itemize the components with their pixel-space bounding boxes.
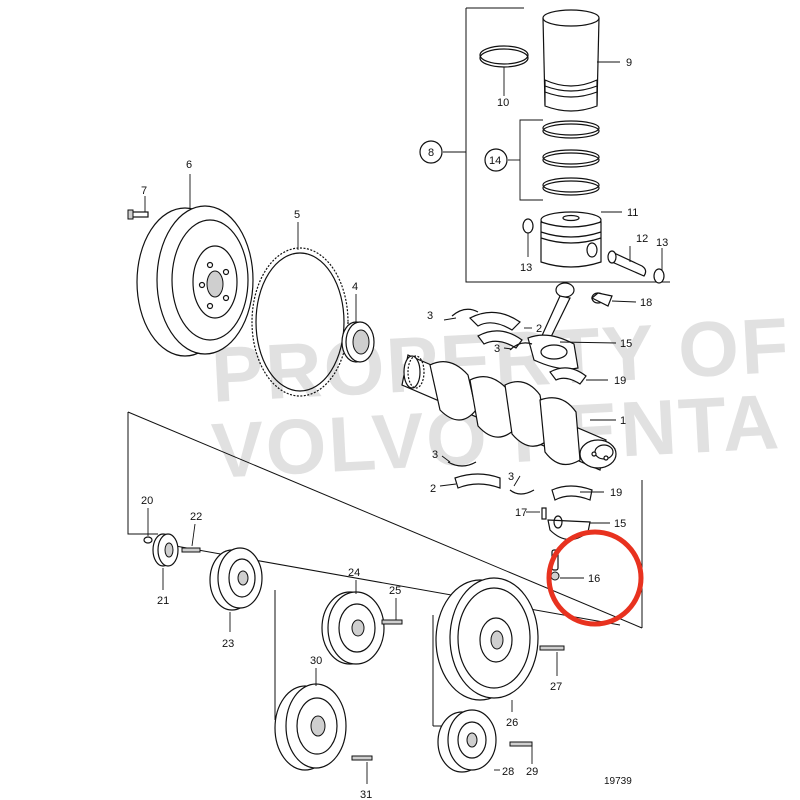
label-10: 10 [497,97,509,109]
small-pulley-bolt [509,741,533,747]
label-21: 21 [157,595,169,607]
label-14: 14 [489,155,501,167]
circlip-right [653,268,665,284]
connecting-rod-cap [547,515,591,541]
label-13-right: 13 [656,237,668,249]
label-18: 18 [640,297,652,309]
label-15-lower: 15 [614,518,626,530]
label-7: 7 [141,185,147,197]
ring-gear [251,247,349,397]
small-pulley [437,709,497,773]
part-labels: 9 10 8 14 11 12 13 13 18 15 19 1 19 15 1… [141,57,668,800]
label-31: 31 [360,789,372,800]
connecting-rod [527,282,579,370]
label-3-c: 3 [432,449,438,461]
crank-hub [152,533,179,567]
piston [540,211,602,268]
piston-rings [542,120,600,196]
label-4: 4 [352,281,358,293]
main-bearing-lower [447,461,593,501]
label-24: 24 [348,567,360,579]
flywheel [136,205,254,357]
callout-circle-8 [419,140,443,164]
piston-pin [607,250,647,277]
label-17: 17 [515,507,527,519]
label-9: 9 [626,57,632,69]
label-6: 6 [186,159,192,171]
crankshaft [401,354,617,471]
label-26: 26 [506,717,518,729]
highlight-circle [546,529,644,627]
pulley-bolt [539,645,565,651]
label-3-a: 3 [427,310,433,322]
flywheel-bolt [127,209,149,220]
hub-bolt [181,547,201,553]
label-15-upper: 15 [620,338,632,350]
dowel-pin [541,507,547,520]
pulley-ring [209,547,263,611]
cylinder-liner [542,9,600,112]
main-bearing-upper [451,308,587,385]
label-3-b: 3 [494,343,500,355]
damper-bolt [381,619,403,625]
leader-lines [144,61,663,784]
damper-bolt-large [351,755,373,761]
label-2-b: 2 [430,483,436,495]
vibration-damper-large [274,683,347,771]
label-16: 16 [588,573,600,585]
figure-number: 19739 [604,776,632,787]
seal-ring [479,45,529,68]
crankshaft-pulley [435,577,539,701]
label-19-lower: 19 [610,487,622,499]
label-29: 29 [526,766,538,778]
label-20: 20 [141,495,153,507]
label-2-a: 2 [536,323,542,335]
label-30: 30 [310,655,322,667]
callout-circle-14 [484,148,508,172]
label-3-d: 3 [508,471,514,483]
label-5: 5 [294,209,300,221]
rod-bushing [590,292,613,307]
label-1: 1 [620,415,626,427]
vibration-damper [321,591,385,665]
label-11: 11 [627,207,638,219]
rear-crankshaft-seal [341,321,375,363]
label-28: 28 [502,766,514,778]
label-8: 8 [428,147,434,159]
piston-group-frame [443,7,670,283]
label-23: 23 [222,638,234,650]
circlip-left [522,218,534,234]
label-22: 22 [190,511,202,523]
label-19-upper: 19 [614,375,626,387]
label-25: 25 [389,585,401,597]
label-27: 27 [550,681,562,693]
label-13-left: 13 [520,262,532,274]
key [143,536,153,544]
label-12: 12 [636,233,648,245]
